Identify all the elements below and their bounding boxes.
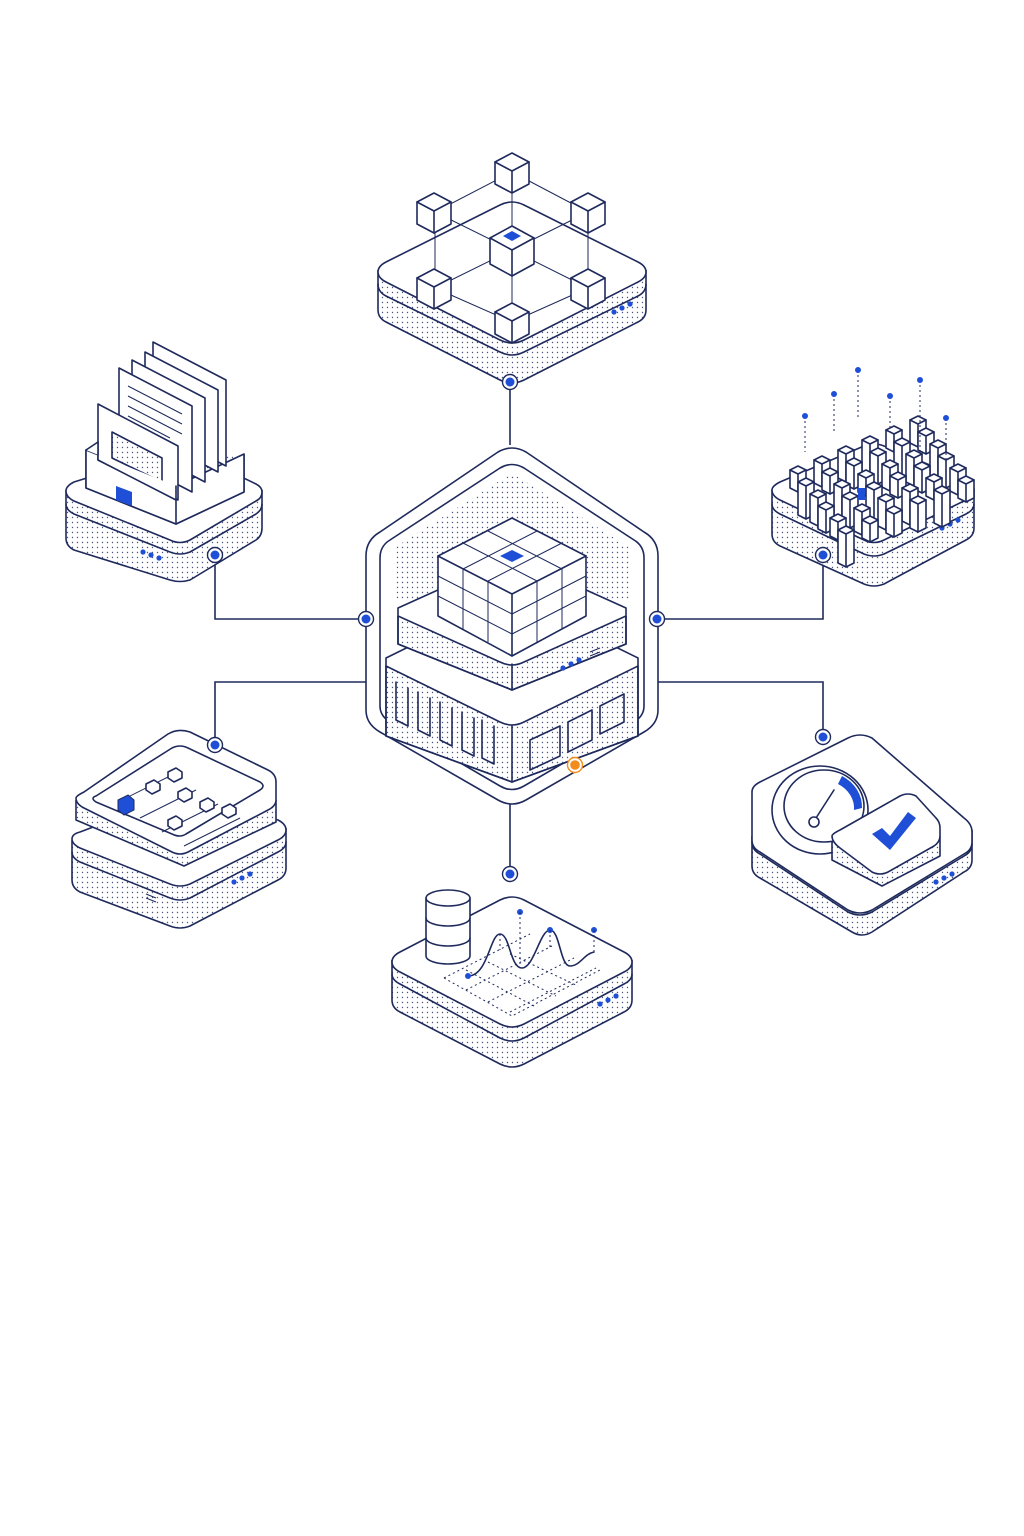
port-settings[interactable] — [206, 736, 224, 754]
chart-point — [465, 973, 471, 979]
settings-node[interactable] — [71, 729, 287, 929]
datacenter-node[interactable] — [771, 367, 975, 587]
network-cube-lower-left — [416, 268, 452, 310]
building-block — [885, 505, 903, 538]
building-block — [933, 485, 951, 528]
document-accent — [116, 486, 132, 506]
port-documents[interactable] — [206, 546, 224, 564]
documents-node[interactable] — [65, 341, 263, 583]
connection-ports — [206, 373, 832, 883]
building-accent — [858, 488, 865, 500]
port-performance[interactable] — [814, 728, 832, 746]
database-icon — [425, 889, 471, 965]
wire-lower-left — [214, 681, 366, 745]
wire-upper-left — [214, 555, 366, 620]
network-cube-left — [416, 192, 452, 234]
antenna-pins — [802, 367, 949, 468]
wire-upper-right — [657, 555, 824, 620]
wire-lower-right — [657, 681, 824, 737]
slider-accent-handle — [117, 794, 135, 816]
port-hub-highlight[interactable] — [566, 756, 584, 774]
port-top[interactable] — [501, 373, 519, 391]
network-cube-center — [489, 225, 535, 277]
port-datacenter[interactable] — [814, 546, 832, 564]
chart-line — [465, 909, 597, 979]
performance-node[interactable] — [751, 734, 973, 936]
connector-lines — [214, 382, 824, 874]
building-grid — [789, 415, 975, 568]
check-icon — [831, 793, 941, 887]
hub-accent-cube — [500, 550, 524, 562]
network-cube-bottom — [494, 302, 530, 344]
analytics-node[interactable] — [391, 889, 633, 1068]
port-hub-right[interactable] — [648, 610, 666, 628]
network-node[interactable] — [377, 152, 647, 384]
building-block — [837, 525, 855, 568]
building-block — [909, 495, 927, 533]
building-block — [957, 475, 975, 503]
central-hub[interactable] — [365, 447, 659, 805]
port-hub-left[interactable] — [357, 610, 375, 628]
network-cube-top — [494, 152, 530, 194]
network-cube-lower-right — [570, 268, 606, 310]
network-cube-right — [570, 192, 606, 234]
port-analytics[interactable] — [501, 865, 519, 883]
building-block — [861, 515, 879, 543]
network-edges — [434, 171, 589, 323]
